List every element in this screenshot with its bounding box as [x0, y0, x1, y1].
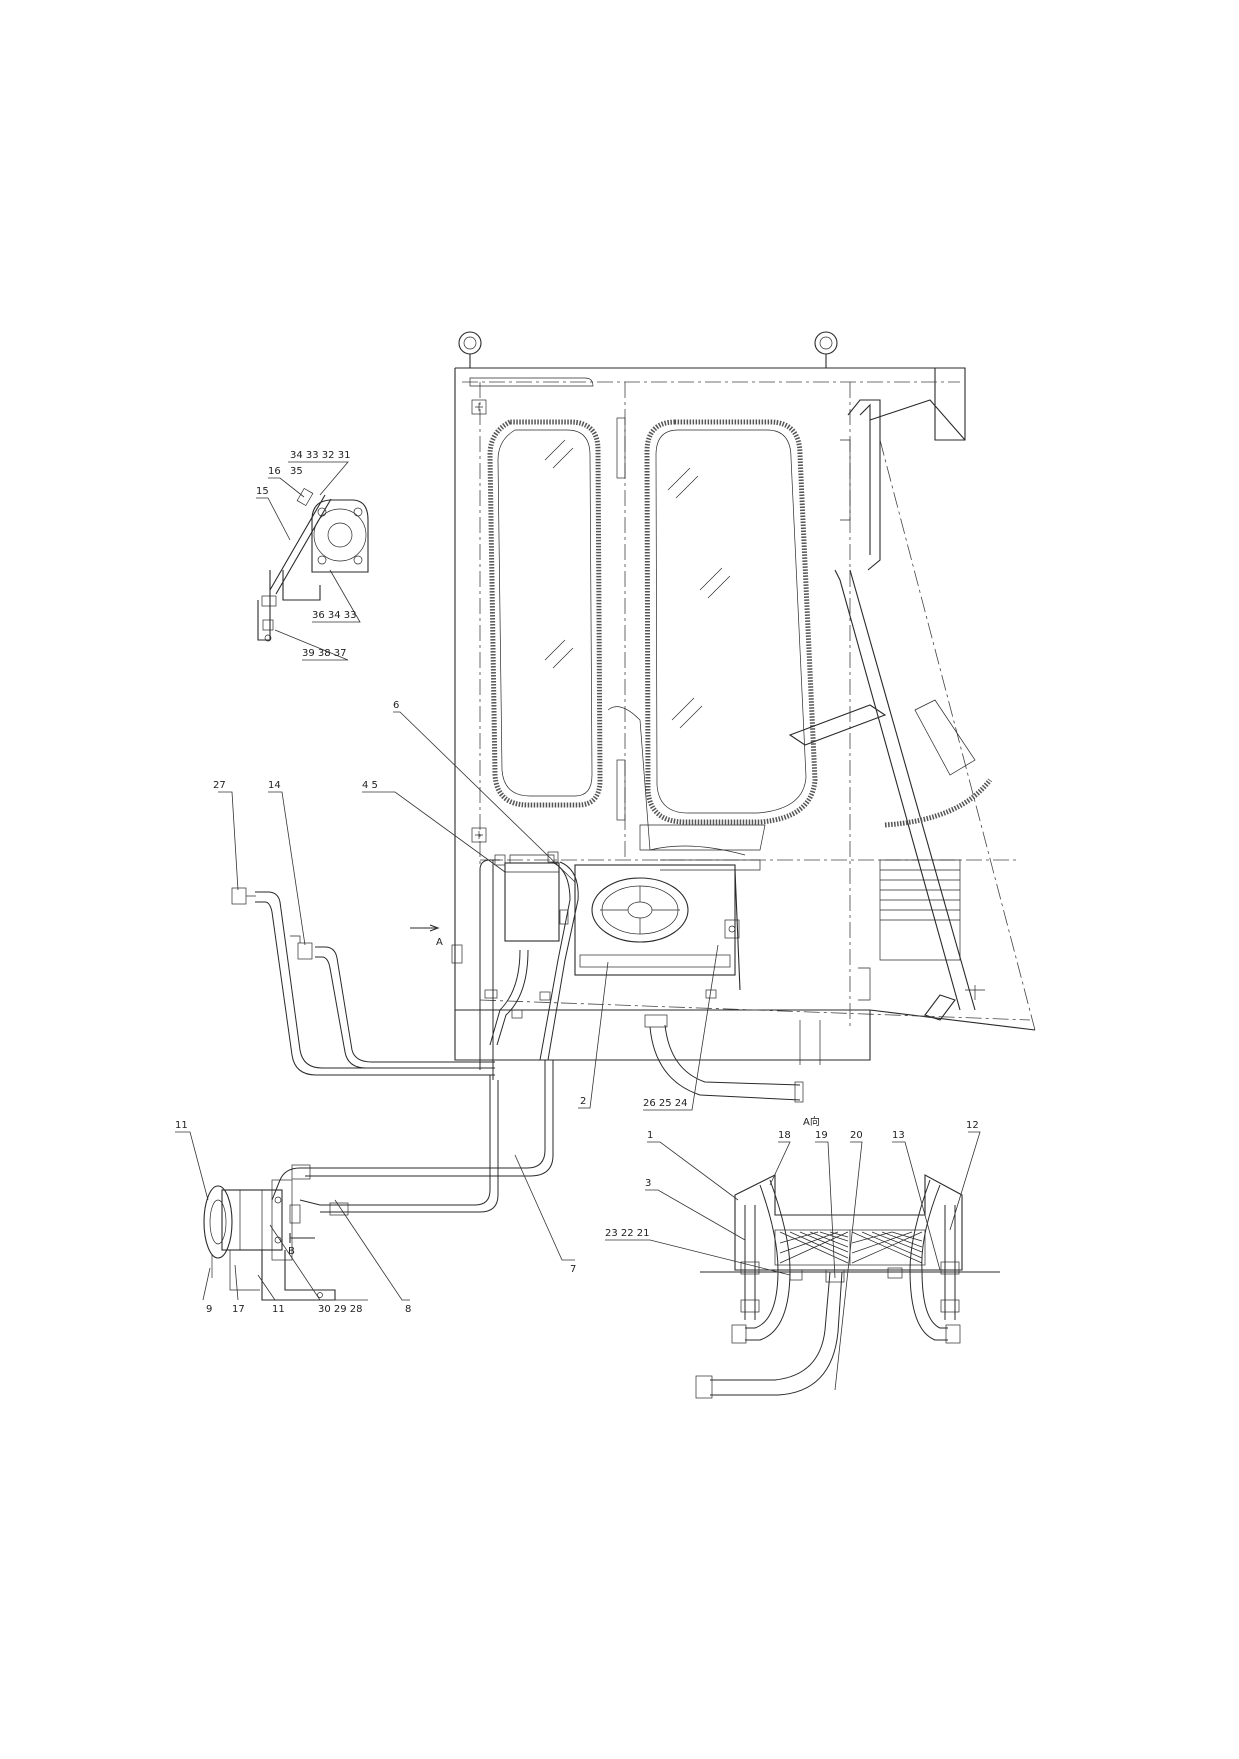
marker-mid: [471, 827, 487, 843]
receiver-drier: [504, 862, 560, 942]
callout-15: 15: [256, 486, 269, 497]
evaporator-housing: [574, 864, 736, 976]
window-right: [644, 419, 818, 825]
callout-11-top: 11: [175, 1120, 188, 1131]
marker-top: [471, 399, 487, 415]
door-hinges: [616, 417, 626, 821]
callout-33-36: 36 34 33: [312, 610, 357, 621]
callout-1: 1: [647, 1130, 653, 1141]
callout-18: 18: [778, 1130, 791, 1141]
view-arrow-a-label: A: [436, 937, 443, 948]
drain-hose: [644, 1014, 804, 1103]
callout-4-5: 4 5: [362, 780, 378, 791]
section-view-a: [695, 1174, 1000, 1399]
callout-20: 20: [850, 1130, 863, 1141]
steering-column: [788, 399, 992, 1021]
window-left: [487, 419, 603, 808]
fitting-14: [297, 942, 313, 960]
callout-24-26: 26 25 24: [643, 1098, 688, 1109]
view-arrow-b-label: B: [288, 1246, 295, 1257]
ac-unit-assembly: [479, 845, 761, 1080]
fitting-27: [231, 887, 247, 905]
callout-3: 3: [645, 1178, 651, 1189]
cab-body: [451, 331, 1036, 1065]
callout-28-30: 30 29 28: [318, 1304, 363, 1315]
callout-35: 35: [290, 466, 303, 477]
callout-2: 2: [580, 1096, 586, 1107]
callout-21-23: 23 22 21: [605, 1228, 650, 1239]
callout-19: 19: [815, 1130, 828, 1141]
callout-16: 16: [268, 466, 281, 477]
lifting-eye-right: [814, 331, 838, 368]
hose-routing-left: A: [231, 887, 495, 1076]
callout-7: 7: [570, 1264, 576, 1275]
callout-31-34: 34 33 32 31: [290, 450, 350, 461]
compressor-body: [221, 1189, 283, 1251]
blower-fan: [591, 877, 689, 943]
compressor-assembly: B: [203, 1060, 554, 1301]
callout-8: 8: [405, 1304, 411, 1315]
detail-compressor-bracket: [257, 487, 369, 642]
lifting-eye-left: [458, 331, 482, 368]
callout-14: 14: [268, 780, 281, 791]
callout-17: 17: [232, 1304, 245, 1315]
callout-6: 6: [393, 700, 399, 711]
callout-37-39: 39 38 37: [302, 648, 347, 659]
callouts: 27 14 4 5 6 2 26 25 24 11 9 17 11 30 29 …: [175, 450, 981, 1391]
callout-11-bottom: 11: [272, 1304, 285, 1315]
callout-13: 13: [892, 1130, 905, 1141]
callout-9: 9: [206, 1304, 212, 1315]
section-a-label: A向: [803, 1115, 820, 1128]
callout-27: 27: [213, 780, 226, 791]
clutch-pulley: [203, 1185, 233, 1259]
callout-12: 12: [966, 1120, 979, 1131]
